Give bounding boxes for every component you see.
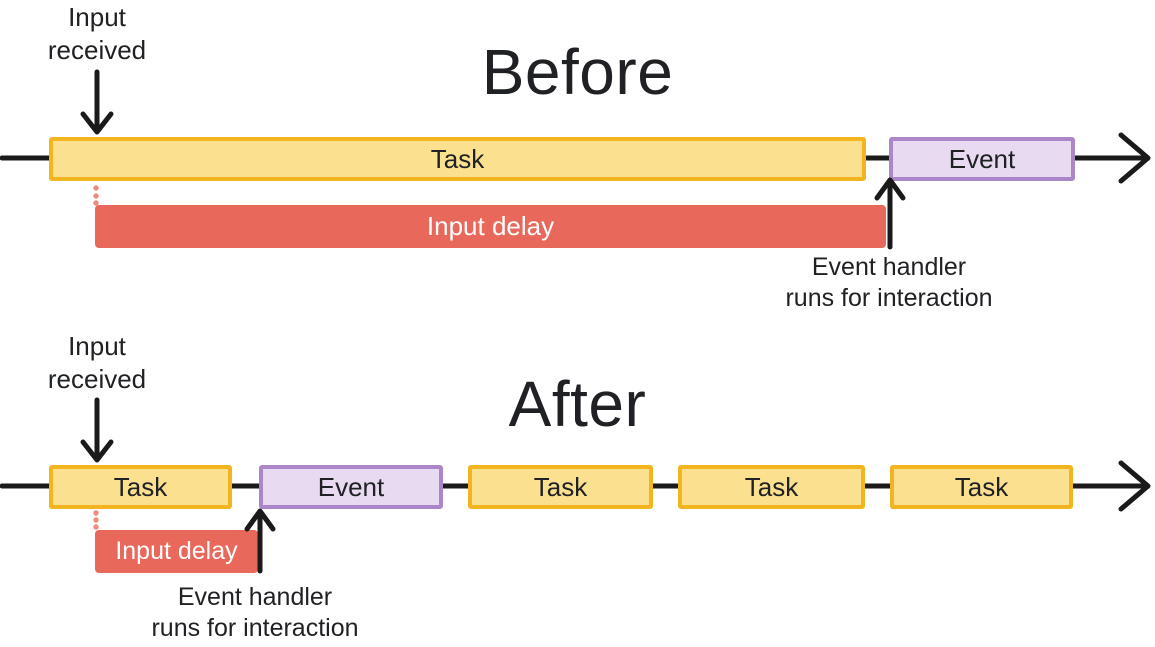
after-input-delay-label: Input delay — [115, 537, 238, 565]
before-input-delay-bar: Input delay — [95, 205, 886, 248]
after-task-label: Task — [744, 471, 799, 502]
after-task-box-2: Task — [468, 465, 653, 509]
before-task-bar: Task — [49, 137, 866, 181]
arrow-right-icon — [1118, 132, 1151, 184]
after-task-box-4: Task — [890, 465, 1073, 509]
after-event-handler-caption: Event handler runs for interaction — [151, 583, 359, 642]
after-task-box-3: Task — [678, 465, 865, 509]
before-delay-dotted-marker — [93, 185, 99, 206]
after-task-label: Task — [954, 471, 1009, 502]
before-input-delay-label: Input delay — [426, 211, 555, 241]
after-event-label: Event — [317, 471, 385, 502]
before-event-label: Event — [948, 143, 1016, 174]
after-input-delay-bar: Input delay — [95, 530, 258, 573]
after-delay-dotted-marker — [93, 510, 99, 530]
after-task-label: Task — [533, 471, 588, 502]
before-title: Before — [481, 36, 674, 108]
before-event-handler-caption: Event handler runs for interaction — [785, 253, 993, 312]
after-event-box: Event — [259, 465, 443, 509]
after-input-received-label: Input received — [47, 331, 147, 394]
before-input-received-label: Input received — [47, 2, 147, 65]
after-title: After — [508, 368, 647, 440]
before-event-box: Event — [889, 137, 1075, 181]
arrow-right-icon — [1118, 460, 1151, 512]
after-task-box-1: Task — [49, 465, 232, 509]
before-task-label: Task — [430, 143, 485, 174]
after-task-label: Task — [113, 471, 168, 502]
